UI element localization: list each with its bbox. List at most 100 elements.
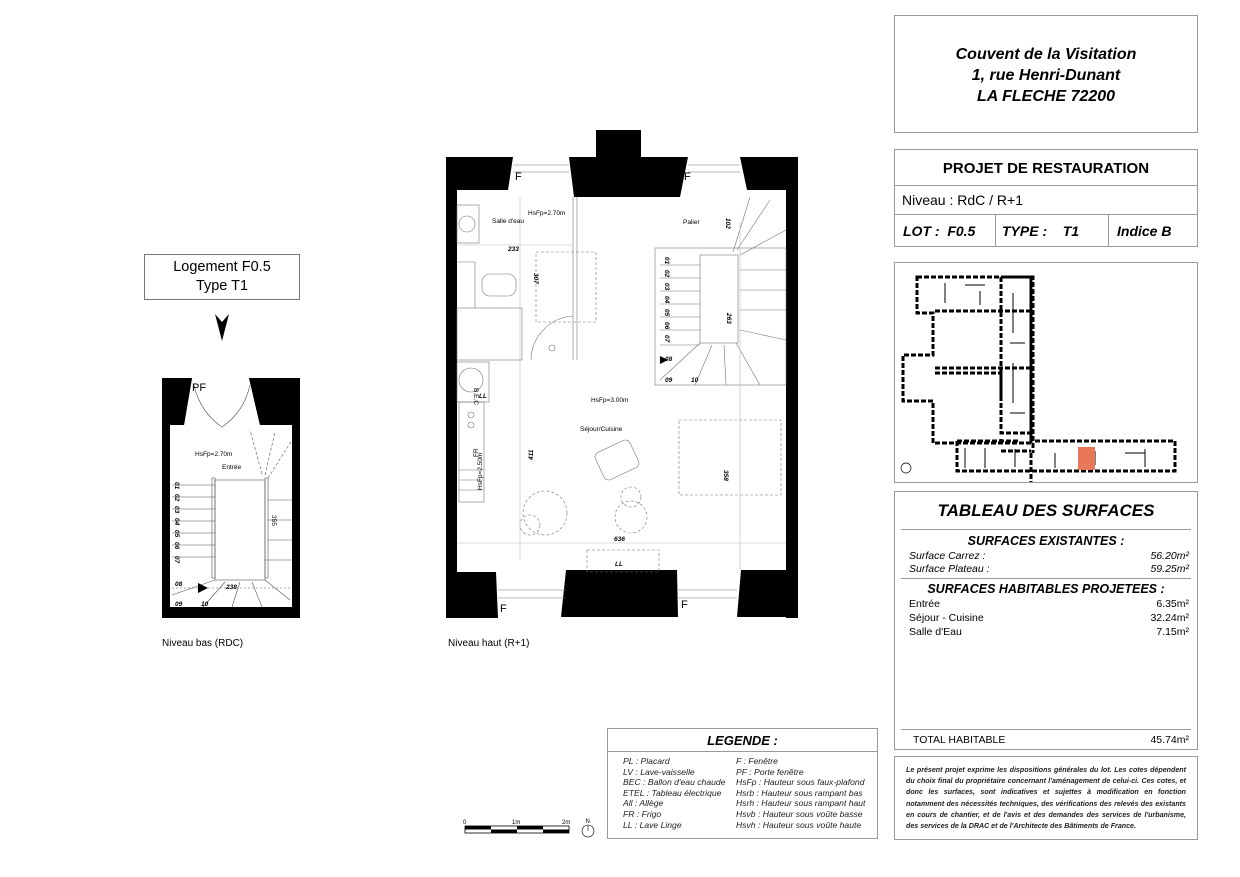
rdc-door-label: PF [192, 382, 206, 394]
height-kitchen: HsFp=2.50m [477, 453, 484, 490]
r1-caption: Niveau haut (R+1) [448, 638, 529, 649]
dim: 411 [528, 449, 535, 461]
window-label: F [681, 599, 688, 611]
stair-step: 08 [175, 581, 183, 588]
stair-step: 04 [173, 518, 180, 526]
type-label: TYPE : [1002, 223, 1048, 239]
legend-item: FR : Frigo [623, 808, 662, 819]
legend-item: HsFp : Hauteur sous faux-plafond [736, 777, 865, 788]
surface-row: Salle d'Eau 7.15m² [909, 626, 1189, 638]
plan-r1: F F F F Salle d'eau Palier Séjour/Cuisin… [446, 130, 798, 618]
stair-step: 02 [173, 494, 180, 502]
surface-value: 7.15m² [1156, 626, 1189, 638]
room-label-landing: Palier [683, 219, 700, 226]
site-plan-drawing [900, 275, 1177, 503]
legend-item: Hsrh : Hauteur sous rampant haut [736, 798, 866, 809]
scale-label: 2m [562, 820, 570, 826]
surface-row: Surface Carrez : 56.20m² [909, 550, 1189, 562]
legend-title: LEGENDE : [707, 733, 778, 748]
legend-item: PF : Porte fenêtre [736, 766, 804, 777]
surface-label: Entrée [909, 598, 940, 610]
dim: 307 [532, 273, 539, 284]
stair-step: 09 [175, 601, 183, 608]
site-plan [894, 262, 1198, 503]
project-niveau: Niveau : RdC / R+1 [902, 192, 1023, 208]
window-label: F [515, 171, 522, 183]
stair-step: 01 [173, 482, 180, 490]
disclaimer: Le présent projet exprime les dispositio… [894, 756, 1198, 840]
height-living: HsFp=3.00m [591, 397, 628, 404]
legend-item: LV : Lave-vaisselle [623, 766, 695, 777]
address-block: Couvent de la Visitation 1, rue Henri-Du… [894, 15, 1198, 133]
legend-item: LL : Lave Linge [623, 819, 682, 830]
lot-label: LOT : [903, 223, 940, 239]
project-block: PROJET DE RESTAURATION Niveau : RdC / R+… [894, 149, 1198, 247]
scale-bar: 0 1m 2m N [463, 819, 595, 838]
legend-item: BEC : Ballon d'eau chaude [623, 777, 726, 788]
lot-callout-line-2: Type T1 [195, 278, 249, 294]
legend-item: ETEL : Tableau électrique [623, 787, 722, 798]
lot-callout: Logement F0.5 Type T1 [144, 254, 300, 300]
surface-label: Surface Plateau : [909, 563, 990, 575]
window-label: F [684, 171, 691, 183]
surface-row: Séjour - Cuisine 32.24m² [909, 612, 1189, 624]
surface-row: Surface Plateau : 59.25m² [909, 563, 1189, 575]
disclaimer-text: Le présent projet exprime les dispositio… [906, 766, 1186, 831]
total-row: TOTAL HABITABLE 45.74m² [913, 734, 1189, 746]
stair-step: 05 [663, 309, 670, 317]
north-label: N [586, 819, 590, 825]
lot-callout-line-1: Logement F0.5 [173, 259, 271, 275]
surfaces-table: TABLEAU DES SURFACES SURFACES EXISTANTES… [894, 491, 1198, 750]
rdc-room: Entrée [222, 464, 242, 471]
surface-row: Entrée 6.35m² [909, 598, 1189, 610]
legend: LEGENDE : PL : Placard LV : Lave-vaissel… [607, 728, 878, 839]
surface-label: Surface Carrez : [909, 550, 986, 562]
label-ll: LL [479, 393, 487, 400]
surface-value: 6.35m² [1156, 598, 1189, 610]
arrow-down-icon [215, 314, 229, 341]
dim: 233 [507, 246, 519, 253]
scale-label: 0 [463, 820, 467, 826]
plan-rdc: PF HsFp=2.70m Entrée 355 238 01 02 03 04… [162, 378, 300, 618]
surface-value: 56.20m² [1150, 550, 1189, 562]
surface-value: 32.24m² [1150, 612, 1189, 624]
surface-value: 59.25m² [1150, 563, 1189, 575]
rdc-dim: 238 [225, 584, 237, 591]
label-fr: FR [473, 448, 480, 457]
stair-step: 06 [173, 542, 180, 550]
dim: 102 [724, 218, 731, 229]
dim: 636 [614, 536, 625, 543]
scale-label: 1m [512, 820, 520, 826]
stair-step: 07 [663, 335, 670, 343]
room-label-bath: Salle d'eau [492, 218, 524, 225]
lot-highlight [1078, 447, 1095, 470]
existing-heading: SURFACES EXISTANTES : [967, 534, 1125, 548]
stair-step: 09 [665, 377, 673, 384]
rdc-caption: Niveau bas (RDC) [162, 638, 243, 649]
surface-label: Salle d'Eau [909, 626, 962, 638]
label-bec: B.E.C [472, 388, 479, 405]
legend-item: PL : Placard [623, 756, 670, 766]
legend-item: Hsrb : Hauteur sous rampant bas [736, 787, 863, 798]
stair-step: 10 [691, 377, 699, 384]
total-value: 45.74m² [1150, 734, 1189, 746]
window-label: F [500, 603, 507, 615]
dim: 263 [725, 312, 732, 324]
stair-step: 03 [663, 283, 670, 291]
legend-item: F : Fenêtre [736, 756, 778, 766]
project-title: PROJET DE RESTAURATION [942, 160, 1150, 177]
type-value: T1 [1062, 223, 1080, 239]
rdc-height: HsFp=2.70m [195, 451, 232, 458]
stair-step: 06 [663, 322, 670, 330]
surface-label: Séjour - Cuisine [909, 612, 984, 624]
habitable-heading: SURFACES HABITABLES PROJETEES : [927, 582, 1165, 596]
label-ll-2: LL [615, 561, 623, 568]
height-bath: HsFp=2.70m [528, 210, 565, 217]
stair-step: 03 [173, 506, 180, 514]
legend-item: Hsvh : Hauteur sous voûte haute [736, 819, 862, 830]
stair-step: 08 [665, 356, 673, 363]
address-line-3: LA FLECHE 72200 [976, 88, 1116, 105]
lot-value: F0.5 [947, 223, 976, 239]
room-label-living: Séjour/Cuisine [580, 426, 623, 433]
stair-step: 05 [173, 530, 180, 538]
